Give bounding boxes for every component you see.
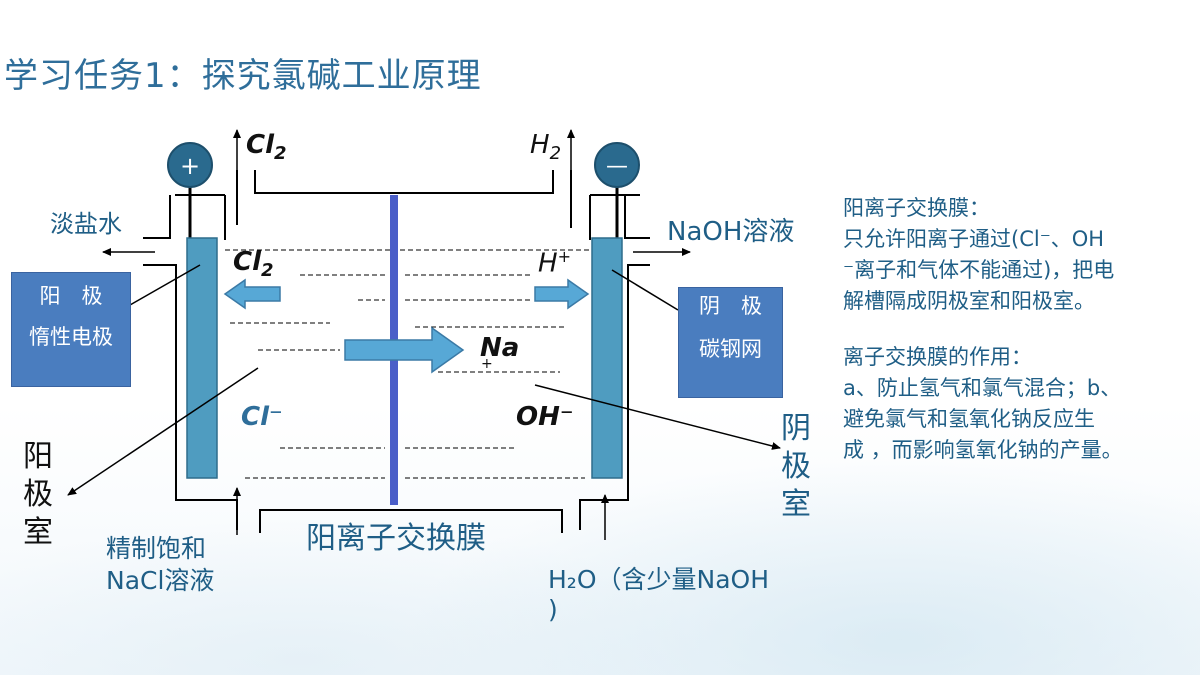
anode-label-line1: 阳 极: [39, 284, 103, 308]
cathode-terminal: —: [589, 142, 640, 240]
anode-sign: +: [180, 152, 200, 180]
membrane-function-notes: 离子交换膜的作用： a、防止氢气和氯气混合；b、 避免氯气和氢氧化钠反应生 成 …: [843, 345, 1123, 462]
feed-left-label: 精制饱和 NaCl溶液: [106, 534, 215, 595]
anode-pointer-line: [129, 264, 201, 306]
anode-electrode: [186, 237, 218, 479]
oh-minus-label: OH⁻: [516, 402, 574, 432]
cathode-chamber-label: 阴极室: [781, 411, 811, 522]
anode-chamber-label: 阳极室: [23, 439, 53, 550]
cathode-chamber-pointer: [534, 384, 781, 450]
anode-terminal: +: [167, 142, 226, 240]
h-plus-movement-arrow: [534, 278, 590, 310]
h2-gas-label: H2: [530, 130, 562, 165]
anode-label-line2: 惰性电极: [29, 325, 113, 349]
cathode-sign: —: [606, 154, 628, 179]
cl2-movement-arrow: [223, 278, 281, 310]
na-plus-movement-arrow: [344, 326, 465, 374]
cathode-electrode: [591, 237, 623, 479]
membrane-description: 阳离子交换膜： 只允许阳离子通过(Cl⁻、OH ⁻离子和气体不能通过)，把电 解…: [843, 196, 1115, 313]
cl2-gas-label: Cl2: [246, 130, 287, 165]
cathode-label-box: 阴 极 碳钢网: [678, 287, 783, 398]
feed-right-label: H₂O（含少量NaOH ): [548, 565, 769, 624]
dilute-brine-label: 淡盐水: [50, 210, 122, 238]
anode-label-box: 阳 极 惰性电极: [11, 272, 131, 387]
naoh-solution-label: NaOH溶液: [667, 217, 795, 247]
na-plus-label: Na: [480, 333, 520, 363]
membrane-label: 阳离子交换膜: [306, 521, 486, 556]
cathode-pointer-line: [611, 269, 679, 311]
cathode-label-line2: 碳钢网: [699, 337, 762, 361]
na-plus-charge: +: [481, 356, 493, 372]
cl2-ion-label: Cl2: [233, 247, 274, 282]
cl-minus-label: Cl⁻: [241, 402, 283, 432]
h-plus-label: H+: [538, 247, 571, 279]
anode-chamber-pointer: [67, 367, 259, 496]
slide-title: 学习任务1：探究氯碱工业原理: [4, 56, 482, 96]
cathode-label-line1: 阴 极: [699, 294, 762, 318]
electrolyte-lines: [225, 249, 590, 479]
